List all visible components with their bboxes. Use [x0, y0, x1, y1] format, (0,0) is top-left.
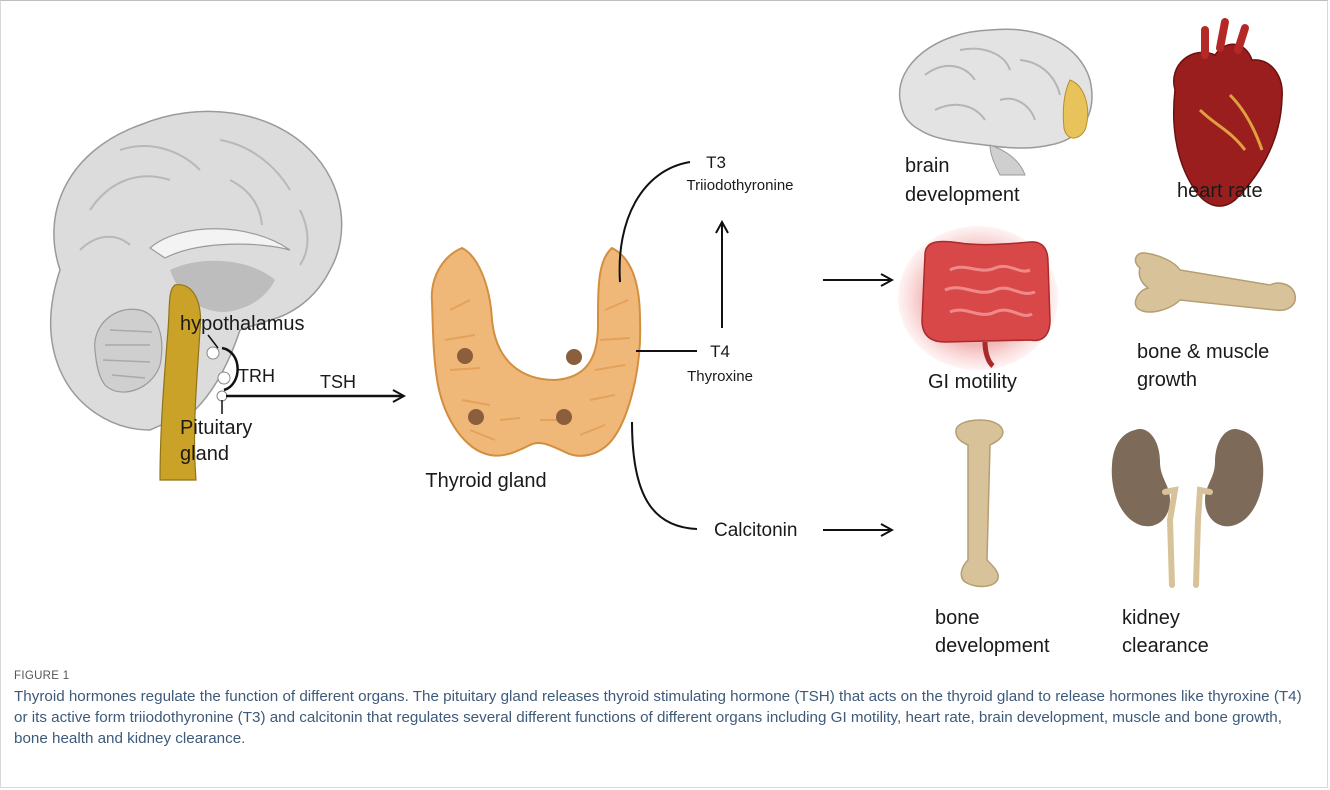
figure-caption-text: Thyroid hormones regulate the function o… [14, 686, 1314, 749]
bone-dev-label-line2: development [935, 635, 1050, 657]
kidneys-icon [1112, 429, 1264, 585]
t3-name-label: Triiodothyronine [687, 177, 794, 194]
kidney-label-line1: kidney [1122, 607, 1180, 629]
kidney-label-line2: clearance [1122, 635, 1209, 657]
bone-dev-label-line1: bone [935, 607, 980, 629]
tibia-icon [956, 420, 1003, 587]
thyroid-diagram: hypothalamus TRH Pituitary gland TSH Thy… [0, 0, 1330, 660]
intestine-icon [898, 226, 1058, 370]
thyroid-icon [432, 248, 640, 456]
pituitary-label-line1: Pituitary [180, 417, 252, 439]
hypothalamus-label: hypothalamus [180, 313, 305, 335]
t3-branch-curve [620, 162, 690, 282]
t4-name-label: Thyroxine [687, 368, 753, 385]
tsh-label: TSH [320, 372, 356, 392]
brain-icon [900, 29, 1092, 175]
calcitonin-branch-curve [632, 422, 697, 529]
gi-motility-label: GI motility [928, 371, 1017, 393]
t3-label: T3 [706, 153, 726, 172]
brain-dev-label-line1: brain [905, 155, 949, 177]
thyroid-label: Thyroid gland [425, 470, 546, 492]
trh-label: TRH [238, 366, 275, 386]
bone-muscle-label-line1: bone & muscle [1137, 341, 1269, 363]
t4-label: T4 [710, 342, 730, 361]
figure-label: FIGURE 1 [14, 670, 1314, 682]
long-bone-icon [1135, 253, 1295, 312]
bone-muscle-label-line2: growth [1137, 369, 1197, 391]
figure-caption: FIGURE 1 Thyroid hormones regulate the f… [14, 670, 1314, 749]
pituitary-label-line2: gland [180, 443, 229, 465]
calcitonin-label: Calcitonin [714, 520, 797, 541]
heart-icon [1174, 22, 1282, 206]
heart-rate-label: heart rate [1177, 180, 1263, 202]
brain-dev-label-line2: development [905, 184, 1020, 206]
